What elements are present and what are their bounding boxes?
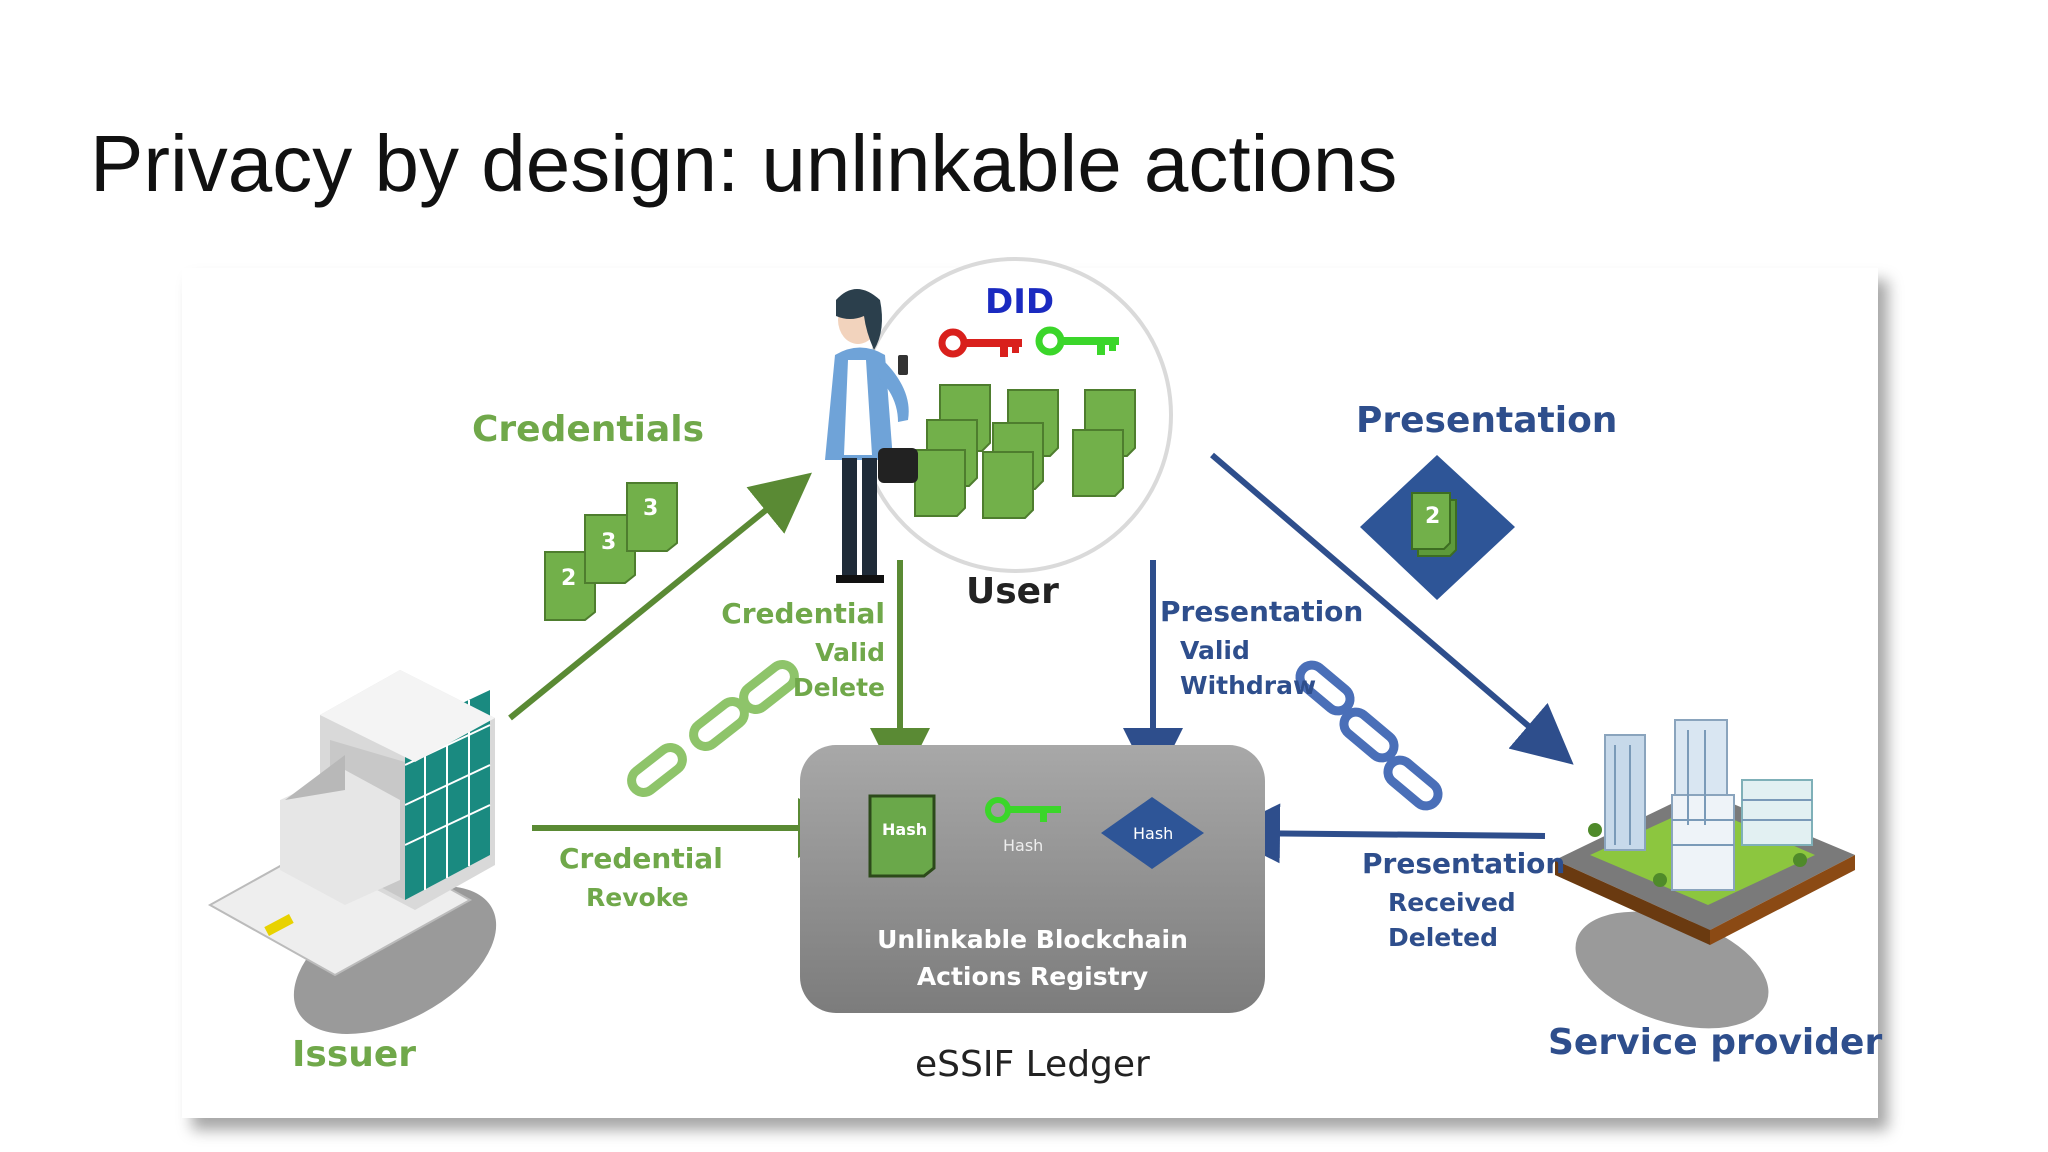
credential-revoke-title: Credential — [559, 842, 723, 875]
wallet-documents — [914, 384, 1136, 519]
ledger-label: eSSIF Ledger — [915, 1044, 1150, 1085]
credential-doc-number: 3 — [601, 530, 617, 555]
service-provider-label: Service provider — [1548, 1022, 1883, 1063]
service-provider-city-icon — [1555, 719, 1855, 945]
credential-doc-number: 3 — [643, 496, 659, 521]
hash-key-icon — [985, 797, 1061, 823]
hash-key-label: Hash — [1003, 836, 1044, 855]
presentation-status-valid: Valid — [1180, 636, 1250, 665]
presentation-label: Presentation — [1356, 400, 1618, 441]
red-key-icon — [938, 328, 1022, 358]
broken-chain-left-icon — [627, 660, 799, 797]
credential-status-delete: Delete — [792, 673, 885, 702]
registry-title-line1: Unlinkable Blockchain — [877, 925, 1188, 954]
user-person-icon — [825, 289, 918, 583]
credential-doc-number: 2 — [561, 566, 577, 591]
user-label: User — [966, 571, 1059, 612]
presentation-status-withdraw: Withdraw — [1180, 671, 1317, 700]
presentation-deleted-line: Deleted — [1388, 923, 1499, 952]
issuer-building-icon — [207, 670, 495, 977]
presentation-status-title: Presentation — [1160, 595, 1364, 628]
credentials-documents — [544, 482, 678, 621]
hash-diamond-icon — [1101, 797, 1204, 869]
hash-diamond-label: Hash — [1133, 824, 1174, 843]
did-label: DID — [985, 282, 1055, 322]
provider-shadow — [1575, 911, 1769, 1029]
registry-title-line2: Actions Registry — [916, 962, 1149, 991]
credential-revoke-line: Revoke — [586, 883, 689, 912]
green-key-icon — [1035, 326, 1119, 356]
presentation-received-line: Received — [1388, 888, 1516, 917]
presentation-diamond — [1360, 455, 1515, 600]
issuer-label: Issuer — [292, 1034, 417, 1075]
presentation-doc-number: 2 — [1425, 504, 1441, 529]
credential-status-valid: Valid — [815, 638, 885, 667]
provider-to-registry-arrow — [1220, 803, 1546, 864]
broken-chain-right-icon — [1295, 660, 1443, 811]
credentials-label: Credentials — [472, 409, 705, 450]
issuer-to-user-arrow — [508, 472, 812, 721]
slide-title: Privacy by design: unlinkable actions — [90, 119, 1398, 208]
presentation-received-title: Presentation — [1362, 847, 1566, 880]
credential-status-title: Credential — [721, 597, 885, 630]
hash-document-icon — [868, 794, 936, 878]
user-to-provider-arrow — [1210, 452, 1574, 765]
hash-document-label: Hash — [882, 820, 928, 839]
